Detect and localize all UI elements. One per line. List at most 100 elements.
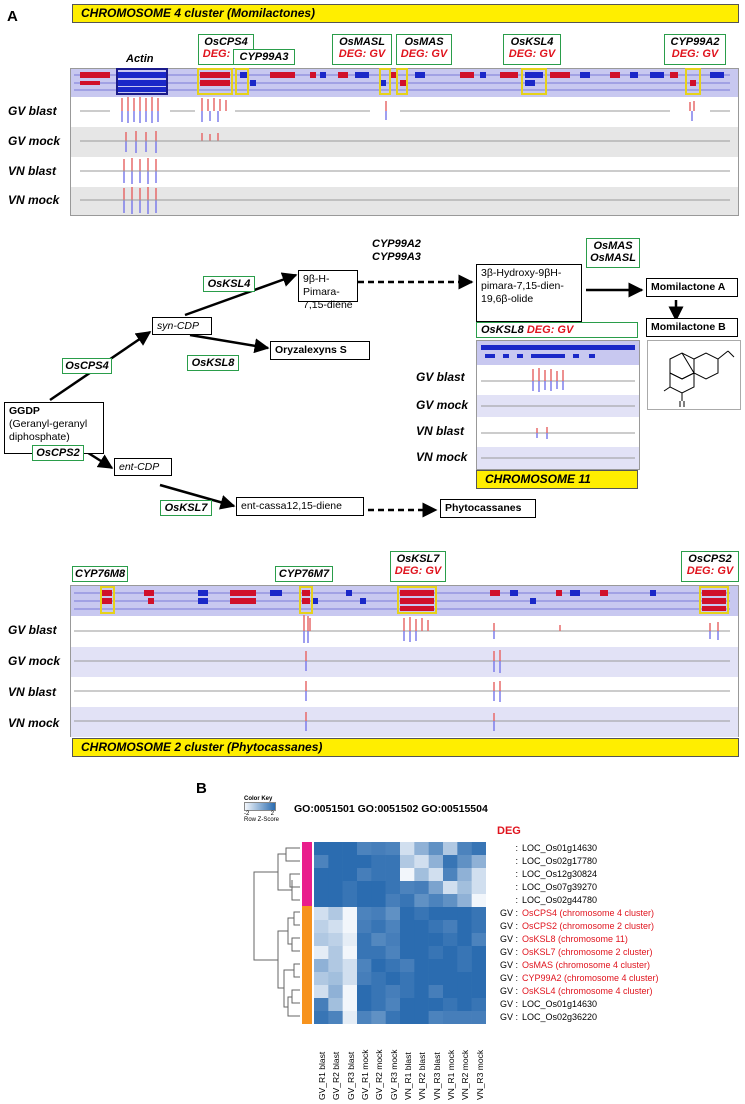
heatmap-cell bbox=[357, 842, 372, 856]
heatmap-cell bbox=[457, 998, 472, 1012]
heatmap-cell bbox=[457, 868, 472, 882]
panel-a-letter: A bbox=[7, 8, 18, 25]
chr11-track-label-vn-blast: VN blast bbox=[416, 424, 465, 438]
heatmap-column-label: VN_R2 mock bbox=[460, 1049, 471, 1100]
enzyme-cyp99a2: CYP99A2 bbox=[372, 238, 421, 250]
row-prefix: : bbox=[515, 843, 518, 853]
heatmap-cell bbox=[371, 894, 386, 908]
row-gene-label: OsCPS4 (chromosome 4 cluster) bbox=[522, 908, 655, 918]
heatmap-cell bbox=[314, 1011, 329, 1024]
heatmap-cell bbox=[443, 946, 458, 960]
heatmap-grid bbox=[314, 842, 486, 1024]
heatmap-row-label: GV :LOC_Os02g36220 bbox=[490, 1011, 597, 1024]
row-gene-label: LOC_Os07g39270 bbox=[522, 882, 598, 892]
chr11-gene-name: OsKSL8 bbox=[481, 324, 524, 336]
row-group-orange bbox=[302, 906, 312, 1024]
gene-name: CYP99A2 bbox=[670, 36, 720, 48]
row-gene-label: LOC_Os02g44780 bbox=[522, 895, 598, 905]
heatmap-row-label: GV :OsKSL7 (chromosome 2 cluster) bbox=[490, 946, 653, 959]
heatmap-cell bbox=[414, 959, 429, 973]
row-prefix: GV : bbox=[499, 973, 518, 983]
heatmap-cell bbox=[371, 868, 386, 882]
heatmap-cell bbox=[443, 972, 458, 986]
chr2-gene-box-cyp76m8: CYP76M8 bbox=[72, 566, 128, 582]
row-prefix: GV : bbox=[499, 1012, 518, 1022]
heatmap-cell bbox=[400, 1011, 415, 1024]
heatmap-cell bbox=[328, 998, 343, 1012]
color-key-tick-b: 2 bbox=[270, 811, 274, 817]
heatmap-cell bbox=[371, 946, 386, 960]
heatmap-cell bbox=[443, 868, 458, 882]
row-gene-label: OsCPS2 (chromosome 2 cluster) bbox=[522, 921, 655, 931]
heatmap-cell bbox=[357, 946, 372, 960]
enzyme-osmas: OsMAS OsMASL bbox=[586, 238, 640, 268]
heatmap-cell bbox=[471, 998, 486, 1012]
heatmap-cell bbox=[342, 920, 358, 934]
chr4-browser-graphics bbox=[74, 68, 730, 214]
heatmap-column-label: VN_R2 blast bbox=[417, 1052, 428, 1100]
heatmap-cell bbox=[400, 972, 415, 986]
node-momilactone-a: Momilactone A bbox=[646, 278, 738, 297]
heatmap-cell bbox=[443, 998, 458, 1012]
heatmap-cell bbox=[414, 842, 429, 856]
heatmap-cell bbox=[443, 920, 458, 934]
chr11-gene-box: OsKSL8 DEG: GV bbox=[476, 322, 638, 338]
heatmap-row-label: :LOC_Os02g44780 bbox=[490, 894, 597, 907]
heatmap-cell bbox=[328, 972, 343, 986]
heatmap-row-label: GV :OsCPS2 (chromosome 2 cluster) bbox=[490, 920, 654, 933]
heatmap-cell bbox=[357, 881, 372, 895]
heatmap-cell bbox=[400, 933, 415, 947]
heatmap-cell bbox=[471, 920, 486, 934]
enzyme-osksl8: OsKSL8 bbox=[187, 355, 239, 371]
heatmap-row-label: :LOC_Os02g17780 bbox=[490, 855, 597, 868]
heatmap-cell bbox=[342, 868, 358, 882]
chr2-track-label-vn-blast: VN blast bbox=[8, 685, 57, 699]
enzyme-osksl7: OsKSL7 bbox=[160, 500, 212, 516]
heatmap-row-label: GV :LOC_Os01g14630 bbox=[490, 998, 597, 1011]
heatmap-cell bbox=[414, 894, 429, 908]
chr11-genome-browser bbox=[476, 340, 640, 470]
node-hydroxy: 3β-Hydroxy-9βH-pimara-7,15-dien-19,6β-ol… bbox=[476, 264, 582, 322]
heatmap-cell bbox=[428, 959, 444, 973]
heatmap-cell bbox=[400, 946, 415, 960]
heatmap-row-label: GV :CYP99A2 (chromosome 4 cluster) bbox=[490, 972, 659, 985]
heatmap-cell bbox=[314, 907, 329, 921]
row-prefix: : bbox=[515, 856, 518, 866]
gene-name: OsMAS bbox=[404, 36, 444, 48]
heatmap-cell bbox=[328, 907, 343, 921]
heatmap-row-label: GV :OsKSL8 (chromosome 11) bbox=[490, 933, 628, 946]
row-gene-label: LOC_Os01g14630 bbox=[522, 999, 598, 1009]
heatmap-column-label: GV_R3 mock bbox=[388, 1049, 399, 1100]
heatmap-cell bbox=[414, 946, 429, 960]
heatmap-cell bbox=[414, 998, 429, 1012]
enzyme-oscps4: OsCPS4 bbox=[62, 358, 112, 374]
heatmap-cell bbox=[314, 894, 329, 908]
panel-b-letter: B bbox=[196, 780, 207, 797]
chr2-gene-box-cyp76m7: CYP76M7 bbox=[275, 566, 333, 582]
heatmap-column-label: VN_R1 mock bbox=[446, 1049, 456, 1100]
heatmap-cell bbox=[385, 868, 401, 882]
heatmap-cell bbox=[371, 842, 386, 856]
enzyme-oscps2: OsCPS2 bbox=[32, 445, 84, 461]
enzyme-osksl4: OsKSL4 bbox=[203, 276, 255, 292]
heatmap-cell bbox=[357, 855, 372, 869]
heatmap-cell bbox=[400, 842, 415, 856]
heatmap-cell bbox=[371, 959, 386, 973]
heatmap-cell bbox=[342, 1011, 358, 1024]
heatmap-cell bbox=[342, 972, 358, 986]
heatmap-cell bbox=[342, 998, 358, 1012]
heatmap-cell bbox=[471, 985, 486, 999]
heatmap-cell bbox=[371, 881, 386, 895]
deg-tag: DEG: GV bbox=[338, 48, 386, 60]
heatmap-cell bbox=[342, 959, 358, 973]
heatmap-cell bbox=[357, 998, 372, 1012]
color-key-tick-a: -2 bbox=[244, 811, 250, 817]
heatmap-cell bbox=[385, 972, 401, 986]
heatmap-cell bbox=[471, 855, 486, 869]
heatmap-cell bbox=[471, 868, 486, 882]
chr11-title-bar: CHROMOSOME 11 bbox=[476, 470, 638, 489]
chemical-structure-image bbox=[663, 350, 735, 407]
color-key-ticks: -2 2 bbox=[244, 811, 274, 817]
